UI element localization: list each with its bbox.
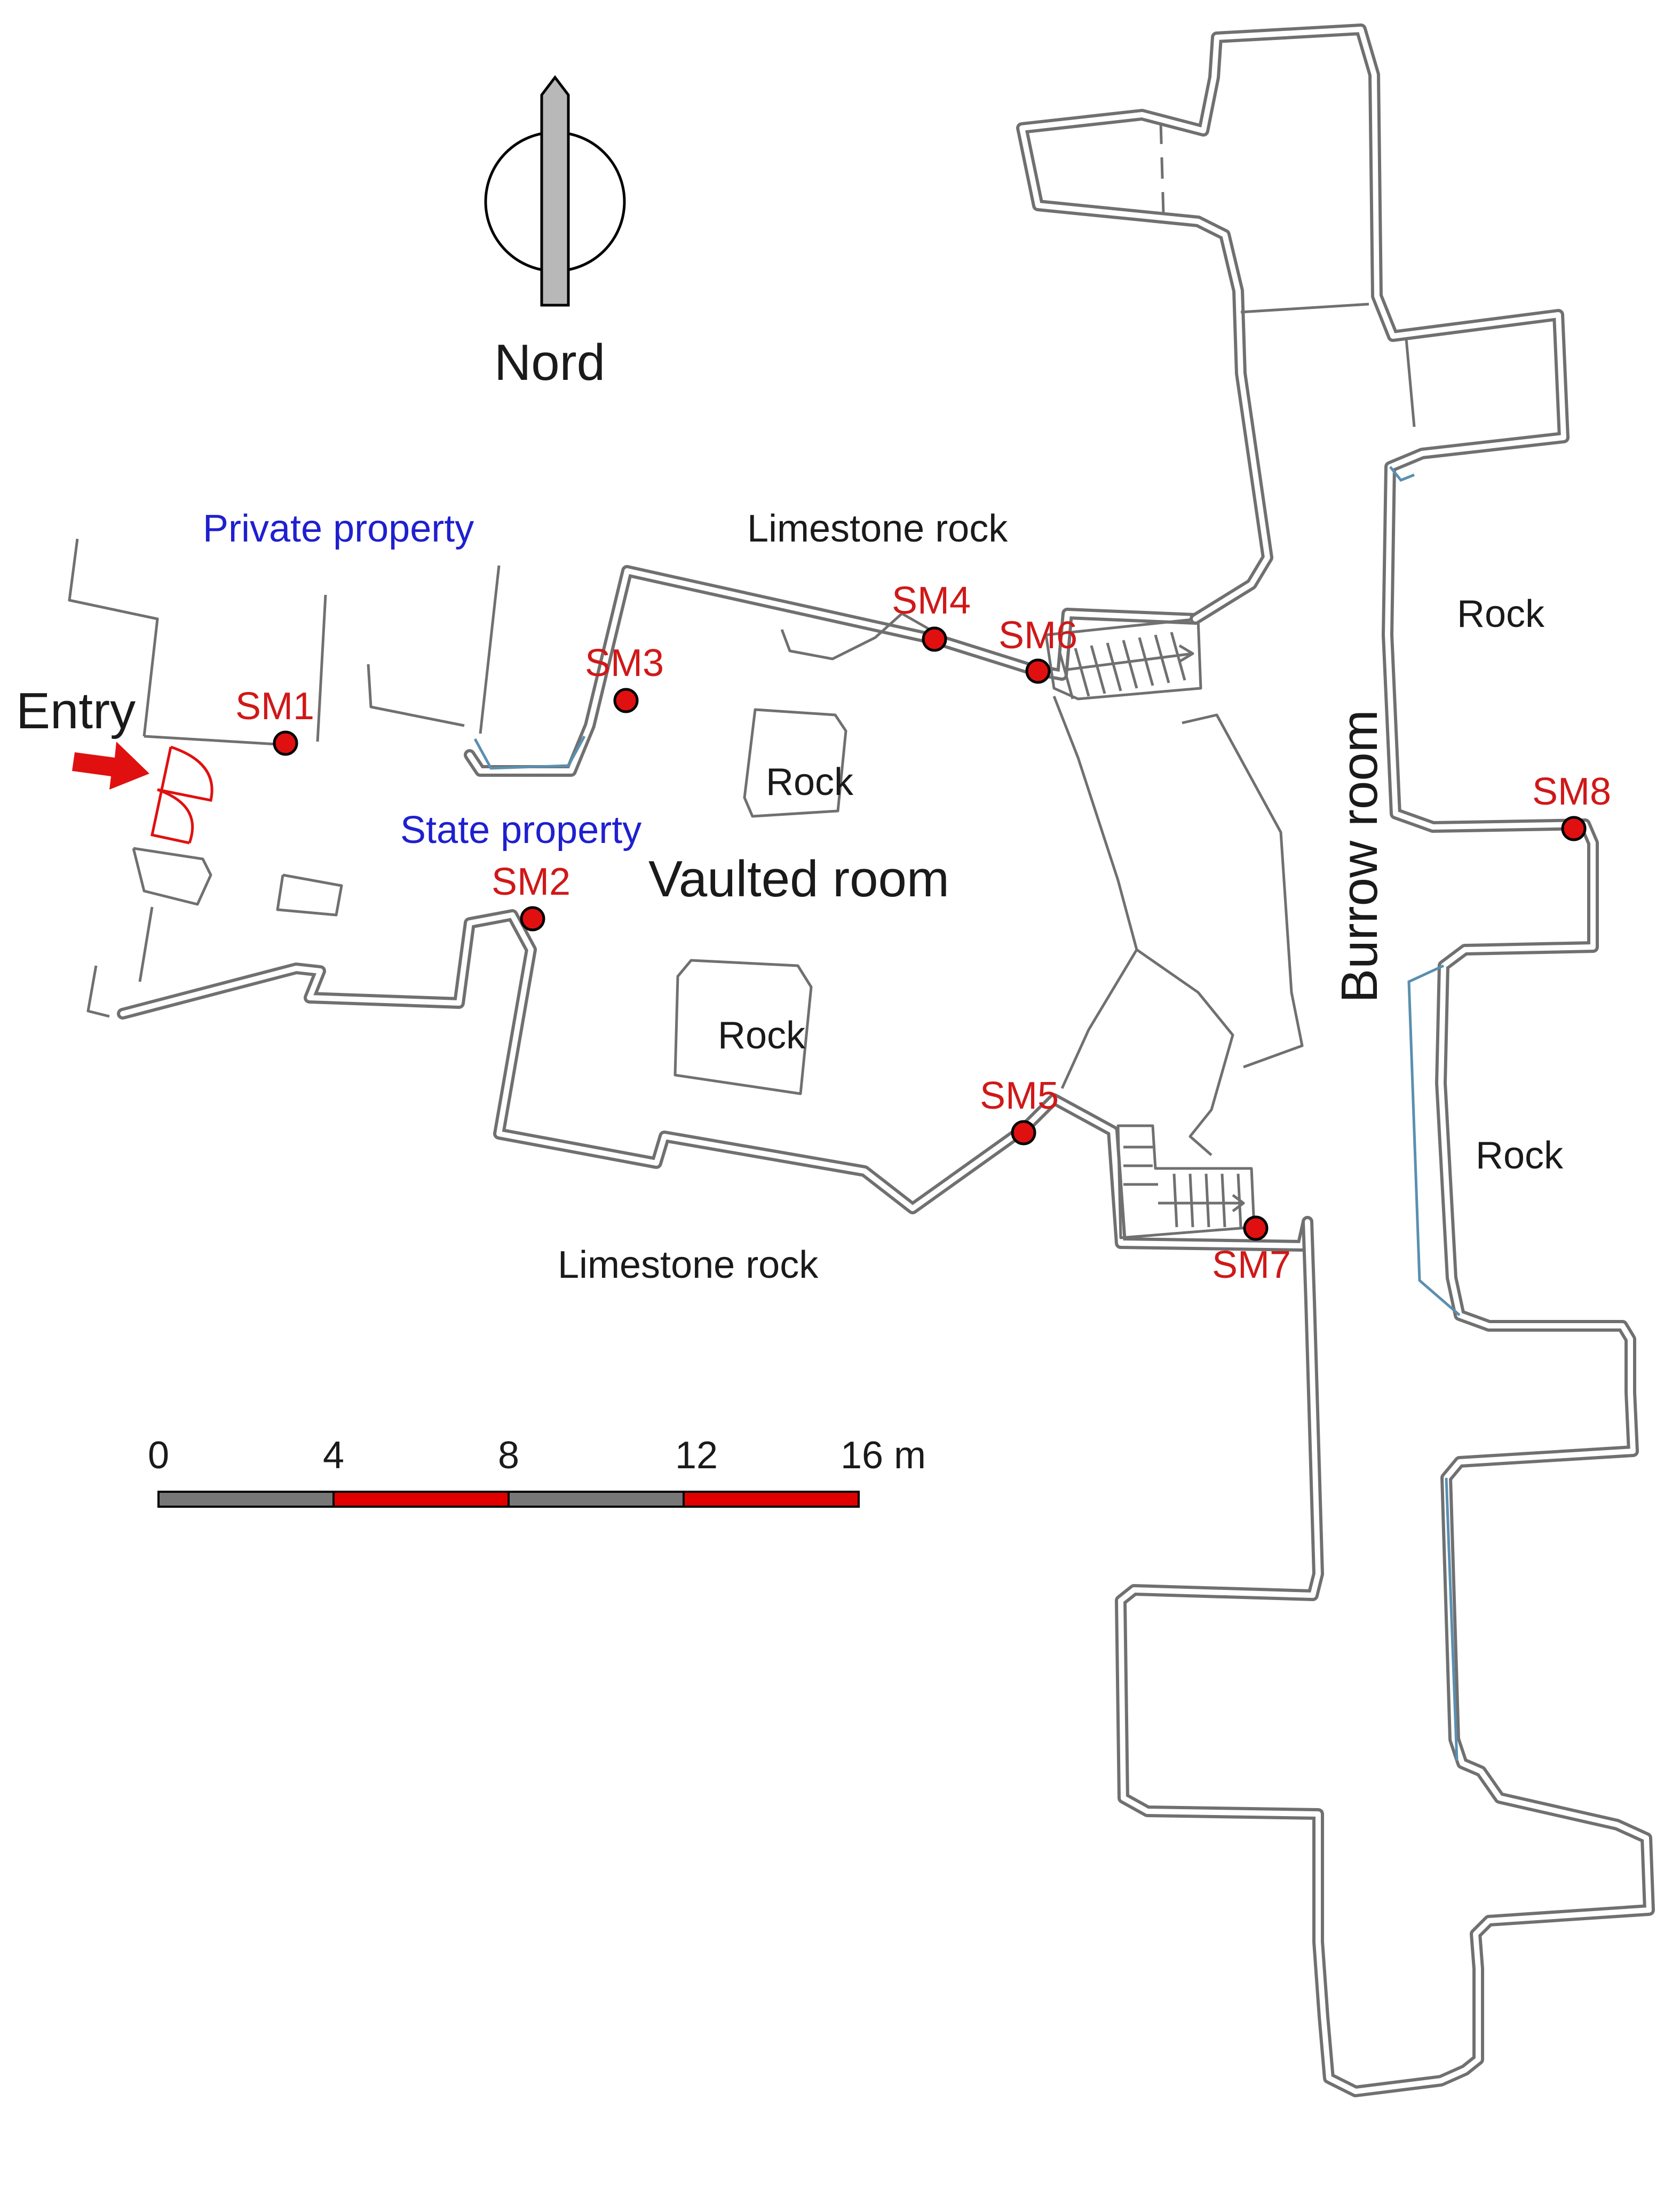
sensor-label-sm6: SM6 <box>999 614 1077 657</box>
stairs-south-icon <box>1116 1124 1256 1239</box>
sensor-label-sm2: SM2 <box>492 861 570 903</box>
limestone-rock-north-label: Limestone rock <box>747 507 1008 550</box>
vaulted-room-wall <box>117 565 1313 1252</box>
vaulted-room-label: Vaulted room <box>648 850 949 908</box>
sensor-label-sm7: SM7 <box>1212 1244 1291 1286</box>
sensor-label-sm4: SM4 <box>892 579 971 622</box>
sensor-point-sm5 <box>1011 1120 1036 1145</box>
scale-segment-4 <box>683 1491 860 1508</box>
rock-east-2-label: Rock <box>1476 1134 1564 1177</box>
sensor-point-sm7 <box>1243 1215 1269 1241</box>
limestone-rock-south-label: Limestone rock <box>558 1244 819 1286</box>
sensor-point-sm2 <box>520 906 545 932</box>
rock-pillar-1-label: Rock <box>766 761 854 803</box>
sensor-label-sm3: SM3 <box>585 642 664 685</box>
rock-east-1-label: Rock <box>1457 593 1545 635</box>
red-arrow-icon <box>72 742 149 790</box>
entry-corridor-walls <box>68 538 501 1018</box>
sensor-point-sm4 <box>922 626 947 652</box>
entry-label: Entry <box>16 682 136 739</box>
compass-label: Nord <box>494 334 605 391</box>
sensor-label-sm5: SM5 <box>980 1075 1059 1117</box>
scale-tick-16: 16 m <box>841 1434 926 1477</box>
private-property-label: Private property <box>203 507 474 550</box>
sensor-label-sm8: SM8 <box>1532 770 1611 813</box>
rock-pillar-1-outline <box>743 708 847 818</box>
sensor-point-sm3 <box>613 688 639 713</box>
scale-segment-2 <box>332 1491 510 1508</box>
scale-segment-1 <box>157 1491 335 1508</box>
stairs-north-icon <box>1044 617 1202 701</box>
sensor-point-sm6 <box>1025 658 1051 684</box>
scale-tick-0: 0 <box>148 1434 169 1477</box>
scale-tick-8: 8 <box>498 1434 519 1477</box>
scale-tick-4: 4 <box>323 1434 344 1477</box>
rock-pillar-2-label: Rock <box>718 1014 806 1057</box>
sensor-points <box>273 626 1587 1241</box>
burrow-room-wall <box>1016 23 1655 2097</box>
state-property-label: State property <box>400 809 641 852</box>
door-icon <box>150 745 213 845</box>
scale-segment-3 <box>508 1491 685 1508</box>
sensor-point-sm8 <box>1561 816 1587 841</box>
north-arrow-icon <box>484 75 626 307</box>
rock-pillar-2-outline <box>673 959 813 1095</box>
vaulted-inner-rock-lines <box>673 612 1304 1156</box>
burrow-room-label: Burrow room <box>1331 710 1388 1002</box>
sensor-point-sm1 <box>273 730 298 756</box>
scale-bar <box>157 1491 860 1508</box>
scale-tick-12: 12 <box>675 1434 718 1477</box>
sensor-label-sm1: SM1 <box>235 685 314 728</box>
